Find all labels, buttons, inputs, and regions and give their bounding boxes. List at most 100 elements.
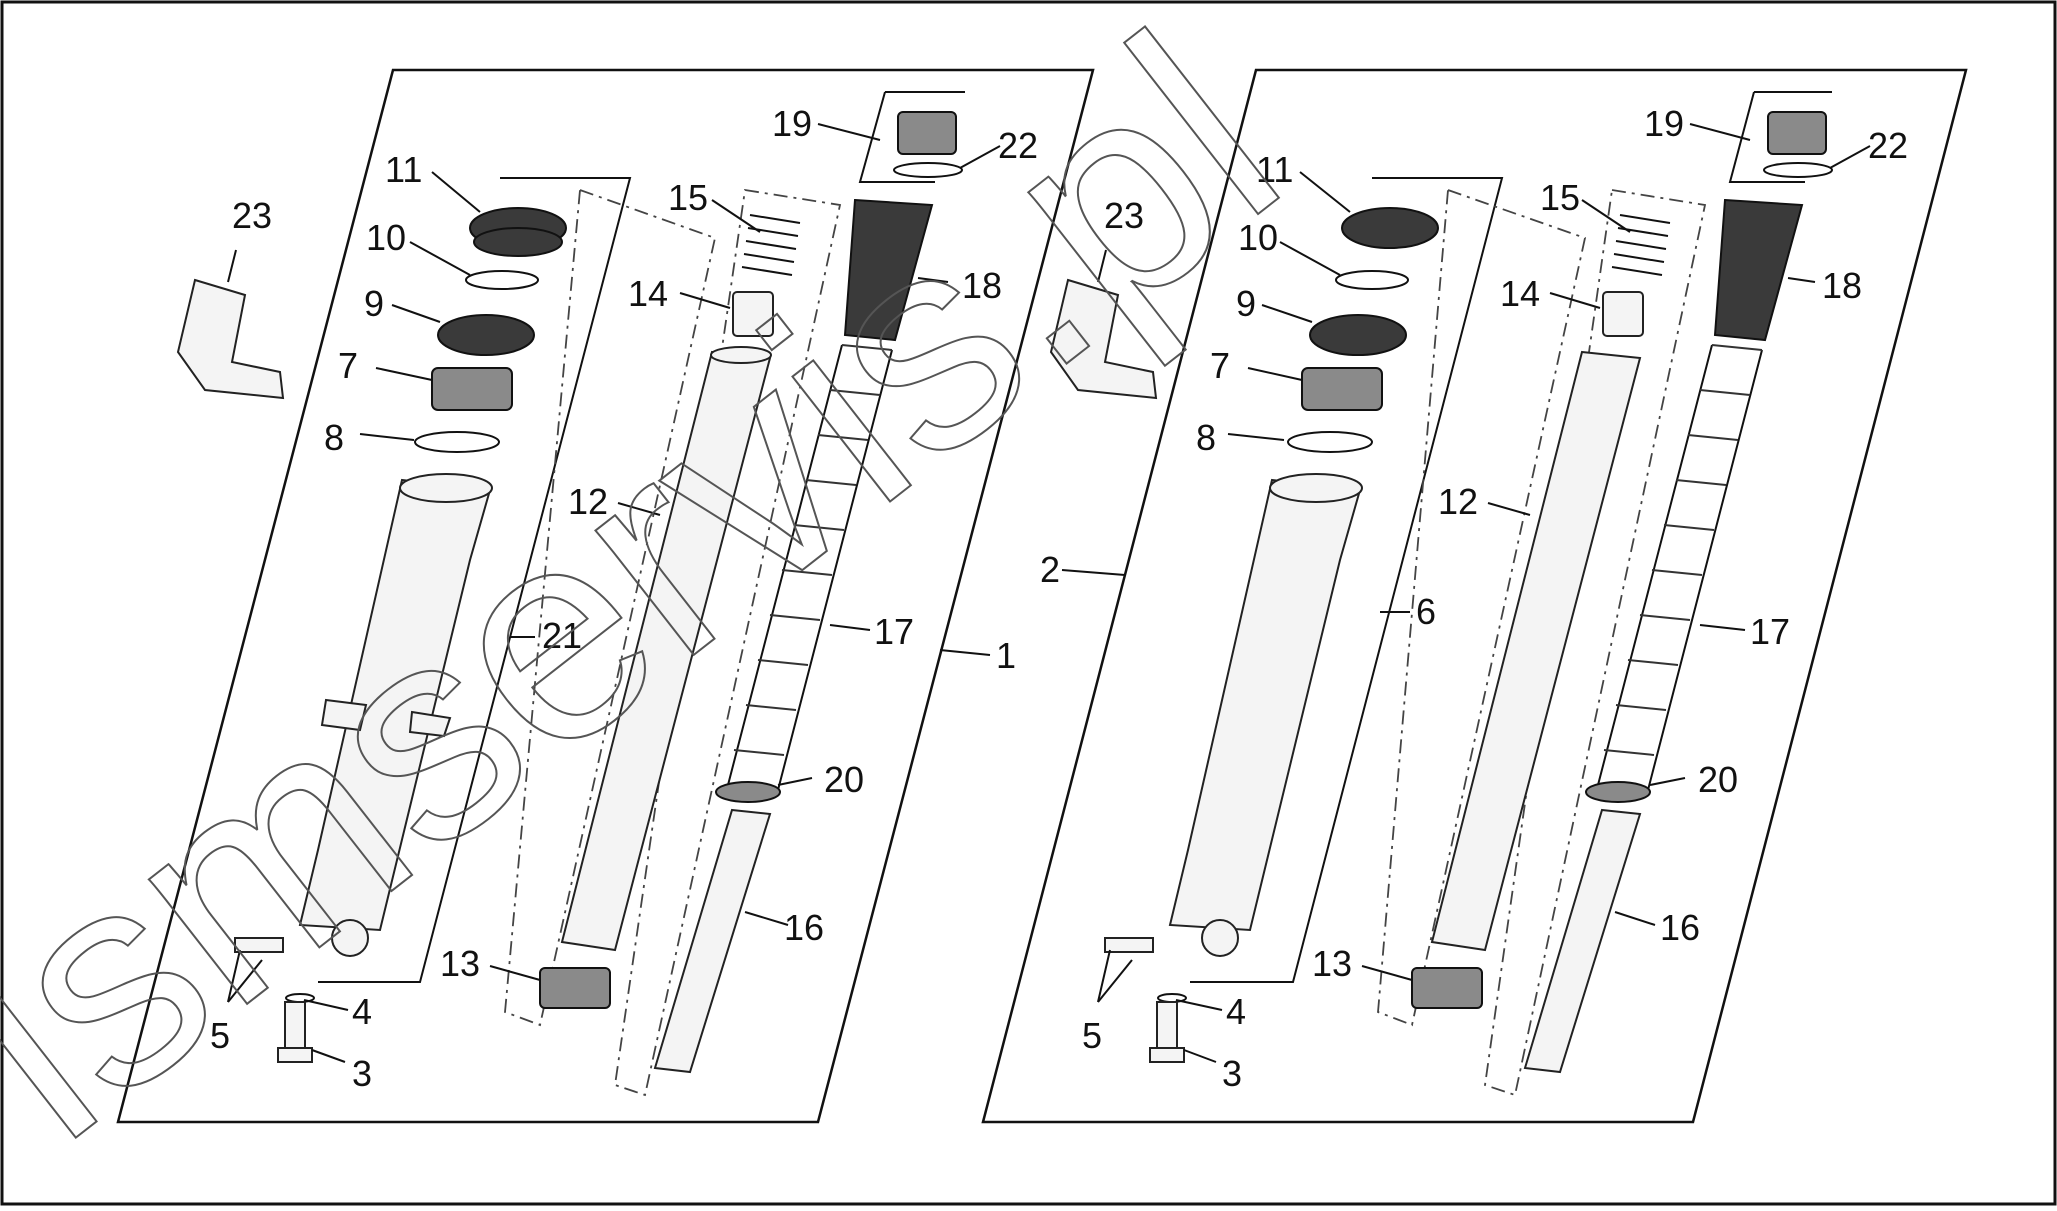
spacer-tube-part-18-r [1713,198,1804,342]
spring-part-17 [727,344,893,791]
callout-8-r: 8 [1196,417,1216,458]
callout-14: 14 [628,273,668,314]
dust-boot-part-11-r [1341,207,1439,249]
left-leader-lines [227,123,1001,1063]
callout-23-r: 23 [1104,195,1144,236]
left-fork-panel: 23 11 10 9 7 8 21 5 4 3 13 12 14 15 19 2… [116,68,1095,1124]
screw-part-5-r [1104,937,1154,953]
callout-9-r: 9 [1236,283,1256,324]
callout-22-r: 22 [1868,125,1908,166]
right-leader-lines [1061,123,1871,1063]
callout-16-r: 16 [1660,907,1700,948]
callout-4-r: 4 [1226,991,1246,1032]
oring-part-22-r [1763,162,1833,178]
callout-21: 21 [542,615,582,656]
callout-15-r: 15 [1540,177,1580,218]
damper-tube-top [710,346,772,364]
callout-19: 19 [772,103,812,144]
right-dashgroup-a [1377,188,1587,1027]
spring-part-15-r [1611,214,1671,276]
callout-3-r: 3 [1222,1053,1242,1094]
callout-5-r: 5 [1082,1015,1102,1056]
right-panel-outline [981,68,1968,1124]
left-subframe [318,177,632,983]
slider-lug-a [320,698,368,732]
callout-8: 8 [324,417,344,458]
callout-20-r: 20 [1698,759,1738,800]
cap-part-19 [897,111,957,155]
right-fork-panel: 23 11 10 9 7 8 2 6 5 4 3 13 12 14 15 19 … [981,68,1968,1124]
part-13-r [1411,967,1483,1009]
spring-part-17-r-coils [1603,344,1763,756]
callout-14-r: 14 [1500,273,1540,314]
washer-part-8-r [1287,431,1373,453]
callout-15: 15 [668,177,708,218]
callout-22: 22 [998,125,1038,166]
callout-2-r: 2 [1040,549,1060,590]
left-panel-outline [116,68,1095,1124]
bolt-head-part-3 [277,1047,313,1063]
part-13 [539,967,611,1009]
cap-part-19-r [1767,111,1827,155]
ring-part-20-r [1585,781,1651,803]
slider-lug-b [408,710,452,738]
right-cap-frame [1728,91,1805,183]
spacer-part-14-r [1602,291,1644,337]
callout-12: 12 [568,481,608,522]
ring-part-20 [715,781,781,803]
left-dashgroup-a [504,188,717,1027]
spacer-part-14 [732,291,774,337]
oil-seal-part-9-r [1309,314,1407,356]
callout-4: 4 [352,991,372,1032]
callout-9: 9 [364,283,384,324]
slider-top [399,473,493,503]
callout-10-r: 10 [1238,217,1278,258]
washer-part-8 [414,431,500,453]
axle-clamp [331,919,369,957]
callout-6-r: 6 [1416,591,1436,632]
callout-20: 20 [824,759,864,800]
spring-part-17-r [1597,344,1763,791]
bracket-part-23-r [1049,278,1158,400]
oring-part-22 [893,162,963,178]
damper-rod-part-16 [653,808,772,1074]
callout-13-r: 13 [1312,943,1352,984]
callout-5: 5 [210,1015,230,1056]
callout-10: 10 [366,217,406,258]
bracket-part-23 [176,278,285,400]
damper-rod-part-16-r [1523,808,1642,1074]
callout-16: 16 [784,907,824,948]
bolt-head-part-3-r [1149,1047,1185,1063]
clip-part-10-r [1335,270,1409,290]
callout-17: 17 [874,611,914,652]
callout-11: 11 [385,149,422,190]
callout-23: 23 [232,195,272,236]
callout-18: 18 [962,265,1002,306]
slider-top-r [1269,473,1363,503]
left-cap-frame [858,91,935,183]
clip-part-10 [465,270,539,290]
callout-7: 7 [338,345,358,386]
spring-part-15 [741,214,801,276]
callout-13: 13 [440,943,480,984]
bush-part-7 [431,367,513,411]
screw-part-5 [234,937,284,953]
callout-18-r: 18 [1822,265,1862,306]
fork-slider-part-2 [1168,478,1362,932]
callout-3: 3 [352,1053,372,1094]
damper-tube-part-12-r [1430,350,1642,952]
axle-clamp-r [1201,919,1239,957]
oil-seal-part-9 [437,314,535,356]
callout-17-r: 17 [1750,611,1790,652]
bolt-part-3-r [1156,1001,1178,1051]
callout-12-r: 12 [1438,481,1478,522]
spacer-tube-part-18 [843,198,934,342]
bush-part-7-r [1301,367,1383,411]
spring-part-17-coils [733,344,893,756]
callout-19-r: 19 [1644,103,1684,144]
callout-7-r: 7 [1210,345,1230,386]
callout-1: 1 [996,635,1016,676]
